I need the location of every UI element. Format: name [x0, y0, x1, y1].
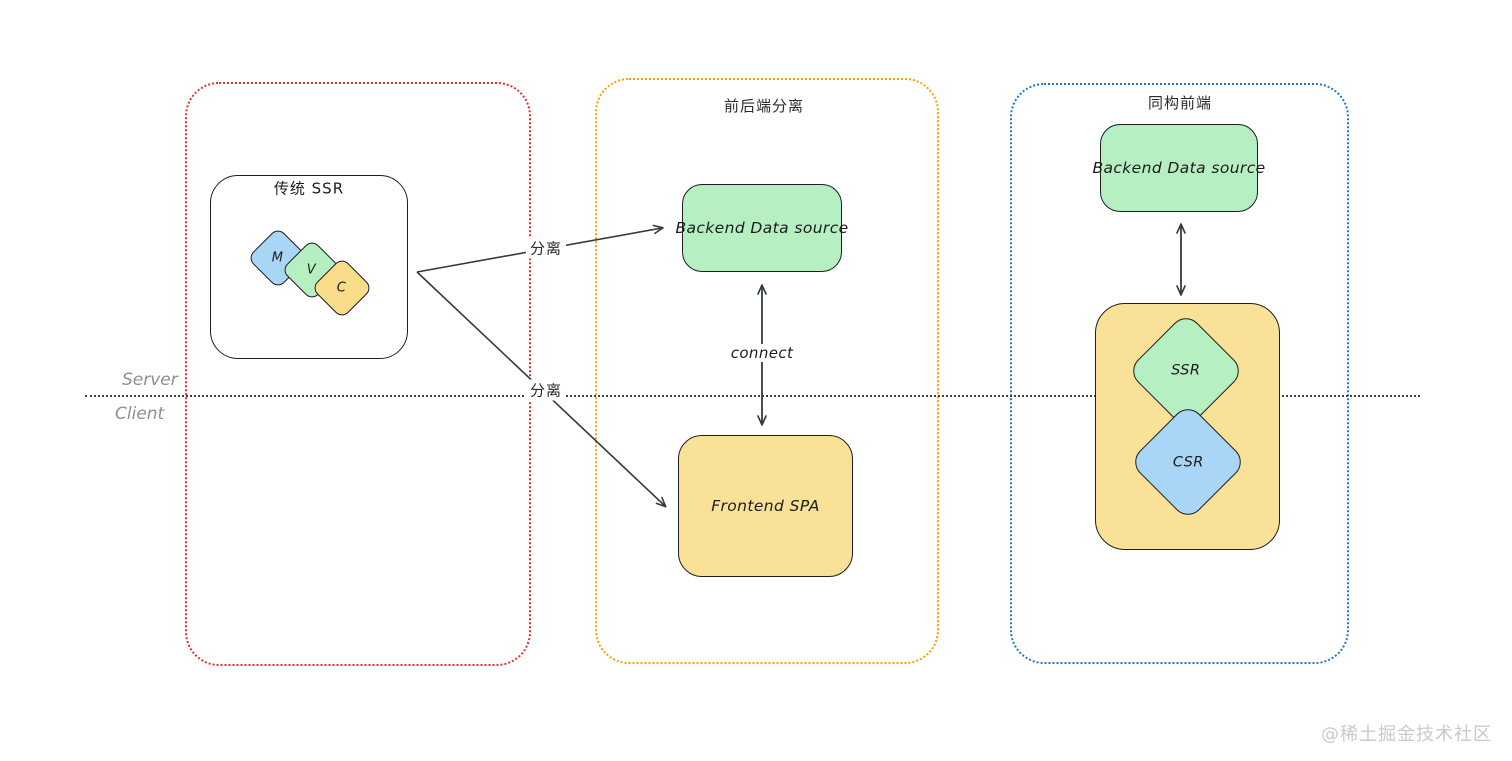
iso-backend-data-source-label: Backend Data source	[1092, 159, 1266, 177]
iso-backend-data-source-box: Backend Data source	[1092, 124, 1265, 212]
edge-label-connect: connect	[726, 344, 798, 362]
section-traditional-ssr	[185, 82, 531, 666]
frontend-spa-label: Frontend SPA	[711, 497, 820, 515]
backend-data-source-box: Backend Data source	[675, 184, 848, 272]
server-client-divider-line	[85, 395, 1420, 397]
client-layer-label: Client	[115, 404, 165, 424]
server-layer-label: Server	[122, 370, 178, 390]
section-title-isomorphic: 同构前端	[1147, 94, 1213, 112]
csr-diamond-label: CSR	[1172, 454, 1204, 470]
edge-label-separate-top: 分离	[525, 237, 567, 259]
section-isomorphic-frontend	[1010, 83, 1349, 664]
mvc-controller-label: C	[337, 280, 347, 296]
edge-label-separate-bottom: 分离	[525, 379, 567, 401]
traditional-ssr-box-label: 传统 SSR	[273, 179, 345, 198]
section-title-separation: 前后端分离	[723, 97, 805, 115]
frontend-spa-box: Frontend SPA	[678, 435, 853, 577]
backend-data-source-label: Backend Data source	[675, 219, 849, 237]
mvc-model-label: M	[272, 250, 284, 266]
ssr-diamond-label: SSR	[1171, 362, 1201, 379]
mvc-view-label: V	[307, 262, 317, 278]
juejin-watermark: @稀土掘金技术社区	[1321, 724, 1492, 745]
